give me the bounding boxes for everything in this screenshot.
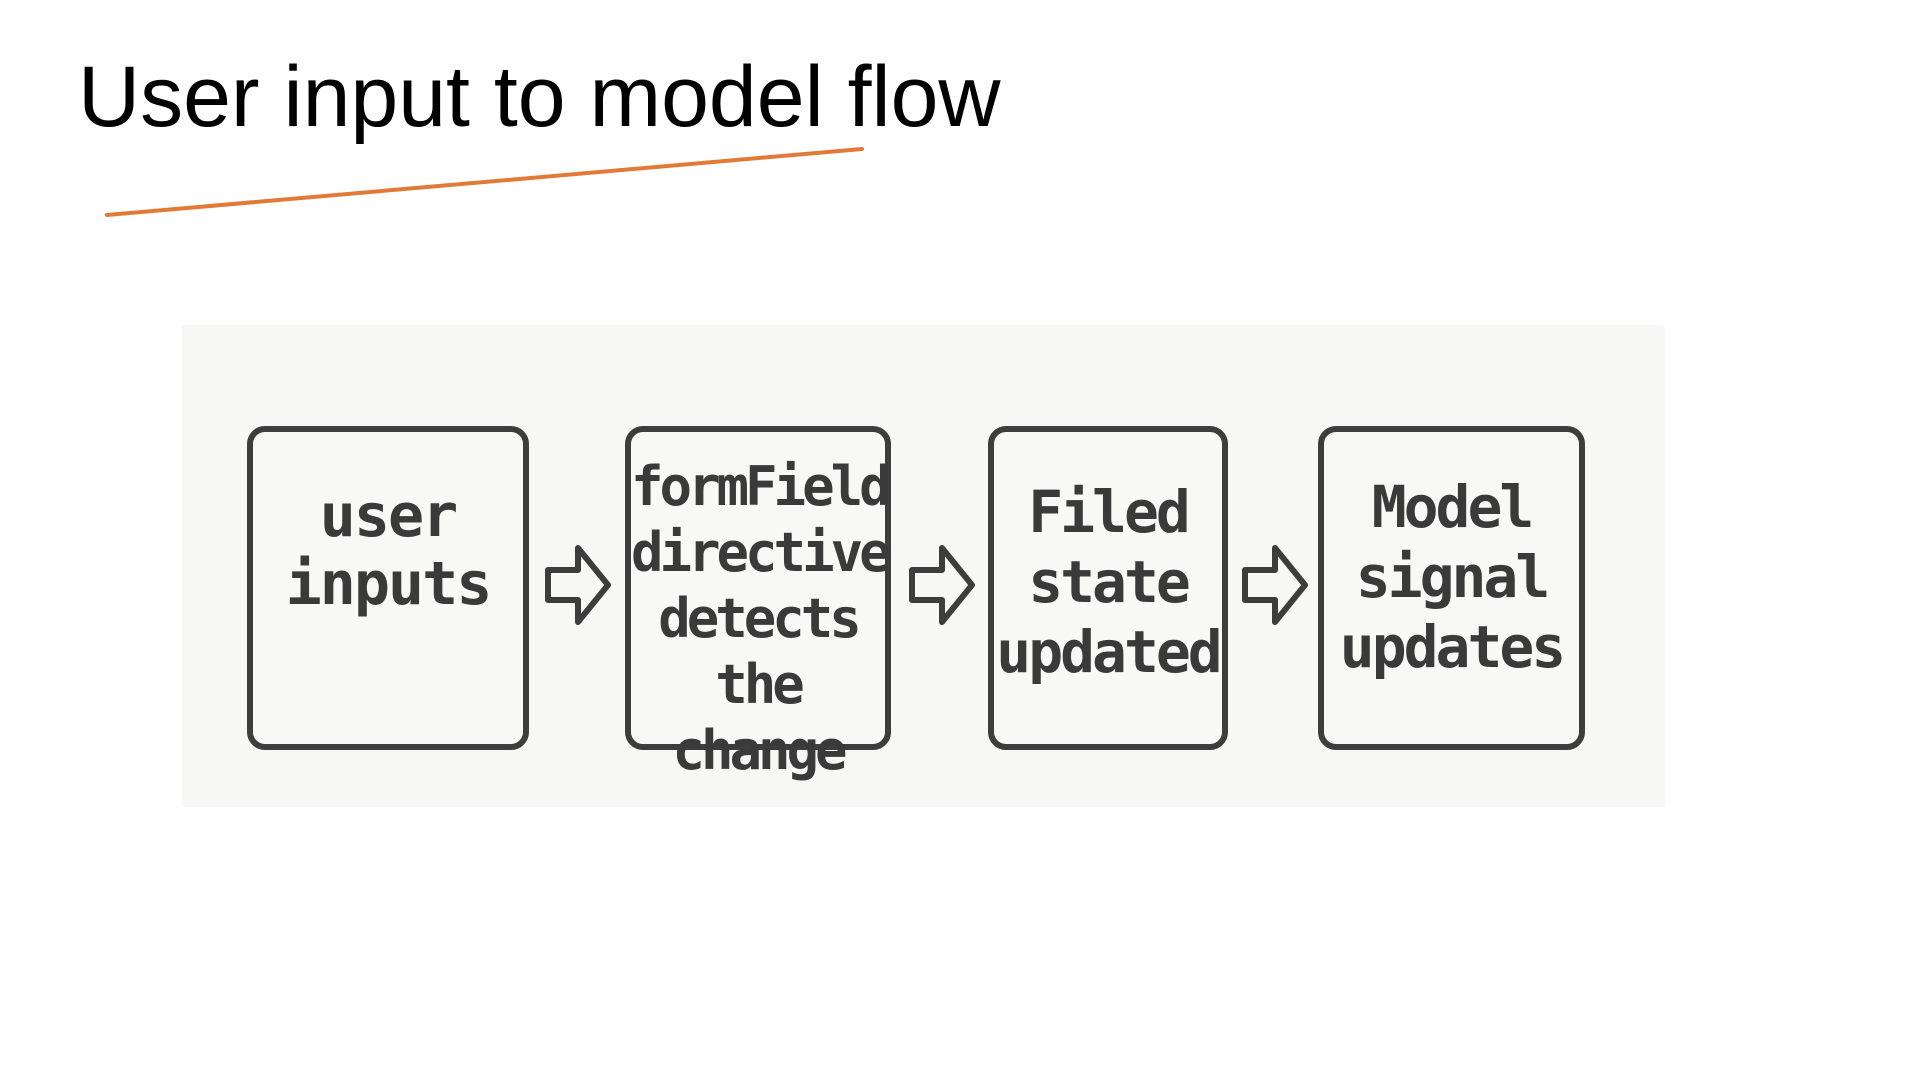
flow-step-label: Filed state updated bbox=[996, 478, 1222, 686]
flow-step-label: Model signal updates bbox=[1339, 473, 1566, 681]
flow-step-user-inputs: user inputs bbox=[247, 426, 529, 750]
flow-step-field-state-updated: Filed state updated bbox=[988, 426, 1228, 750]
flow-step-model-signal-updates: Model signal updates bbox=[1318, 426, 1585, 750]
arrow-right-icon bbox=[909, 545, 975, 625]
slide-title: User input to model flow bbox=[78, 49, 1001, 145]
flow-diagram: user inputs formField directive detects … bbox=[182, 325, 1665, 807]
flow-step-formfield-directive: formField directive detects the change bbox=[625, 426, 892, 782]
arrow-right-icon bbox=[545, 545, 611, 625]
flow-step-label: formField directive detects the change bbox=[631, 455, 892, 782]
flow-step-label: user inputs bbox=[285, 481, 493, 619]
arrow-right-icon bbox=[1242, 545, 1308, 625]
